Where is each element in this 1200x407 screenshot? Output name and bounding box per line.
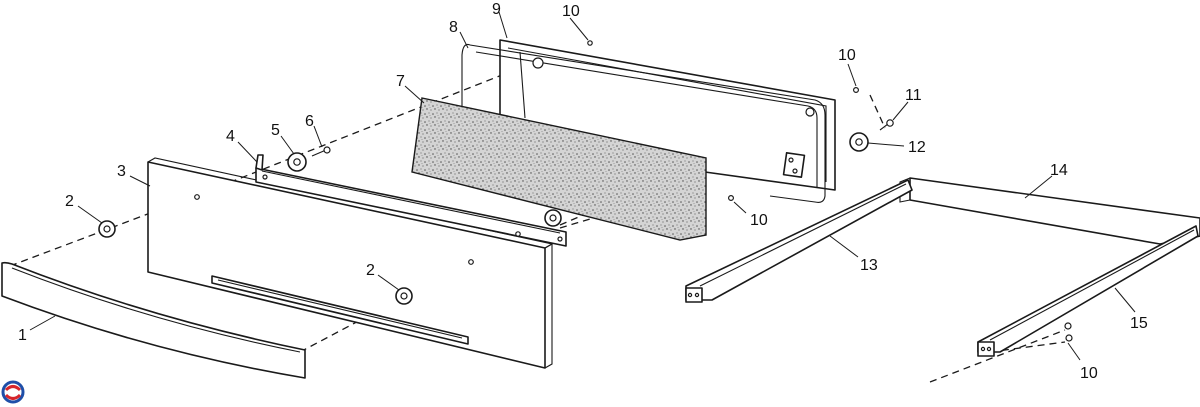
part-9-door-glass-frame (499, 39, 836, 191)
callout-labels: 1 2 2 3 4 5 6 7 8 9 10 10 10 10 11 12 13… (18, 1, 1148, 382)
callout-10-middle: 10 (750, 212, 768, 229)
callout-13: 13 (860, 257, 878, 274)
callout-10-top: 10 (562, 3, 580, 20)
callout-10-bottom: 10 (1080, 365, 1098, 382)
callout-2-right: 2 (366, 262, 375, 279)
callout-14: 14 (1050, 162, 1068, 179)
callout-1: 1 (18, 327, 27, 344)
part-3-inner-door-panel (147, 157, 554, 369)
part-1-front-trim (1, 261, 306, 379)
part-2-washer-left (98, 220, 116, 238)
part-14-drawer-frame (899, 177, 1200, 245)
part-5-spacer (287, 152, 307, 172)
callout-11: 11 (905, 87, 922, 104)
part-6-screw (311, 146, 331, 157)
callout-9: 9 (492, 1, 501, 18)
callout-15: 15 (1130, 315, 1148, 332)
callout-2-left: 2 (65, 193, 74, 210)
part-4-bracket-rail (255, 154, 567, 247)
leader-lines (29, 11, 1136, 361)
part-7-insulation-pad (411, 97, 707, 241)
callout-12: 12 (908, 139, 926, 156)
part-8-glass-retainer-wire (461, 43, 826, 203)
callout-3: 3 (117, 163, 126, 180)
part-13-left-slide-rail (685, 179, 913, 303)
callout-8: 8 (449, 19, 458, 36)
callout-5: 5 (271, 122, 280, 139)
part-2-washer-right (395, 287, 413, 305)
part-15-right-slide-rail (977, 225, 1199, 357)
callout-4: 4 (226, 128, 235, 145)
part-11-screw (879, 119, 894, 131)
callout-6: 6 (305, 113, 314, 130)
callout-7: 7 (396, 73, 405, 90)
swirl-logo-icon (1, 380, 25, 404)
callout-10-right: 10 (838, 47, 856, 64)
part-12-spacer (849, 132, 869, 152)
part-10-screws (587, 40, 1073, 342)
